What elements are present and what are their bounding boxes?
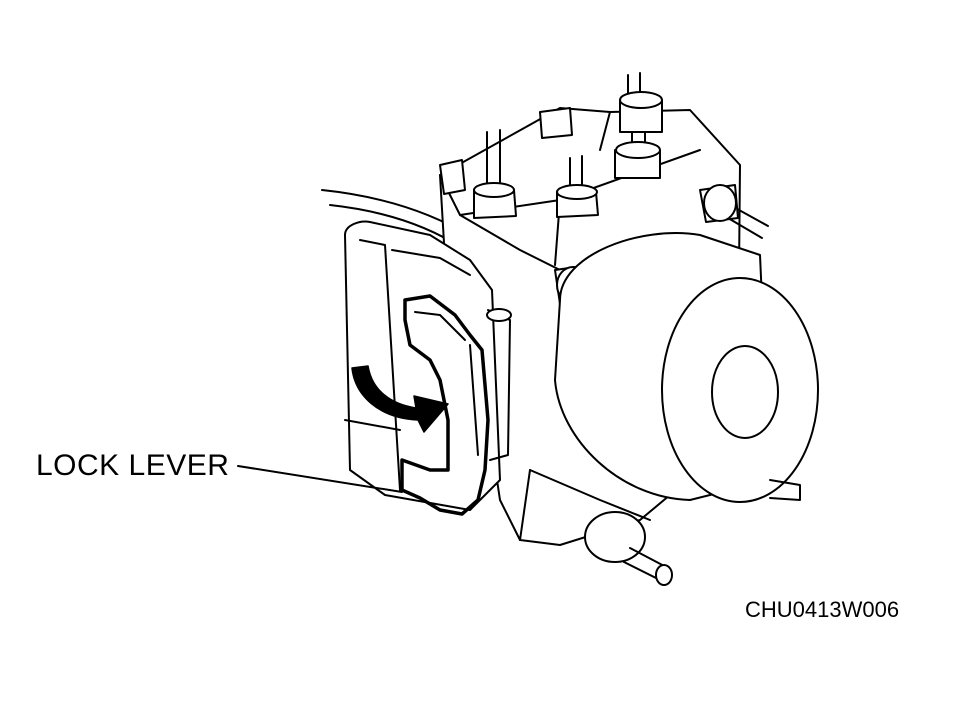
pipe-nuts [439,91,739,305]
control-unit-housing [344,220,501,511]
outlet-fitting [584,511,673,586]
figure-code: CHU0413W006 [745,597,900,622]
lock-lever-label: LOCK LEVER [36,449,230,482]
rotation-arrow [351,365,449,433]
lock-lever [400,294,512,516]
leader-line [237,465,403,493]
pump-motor [554,232,819,503]
